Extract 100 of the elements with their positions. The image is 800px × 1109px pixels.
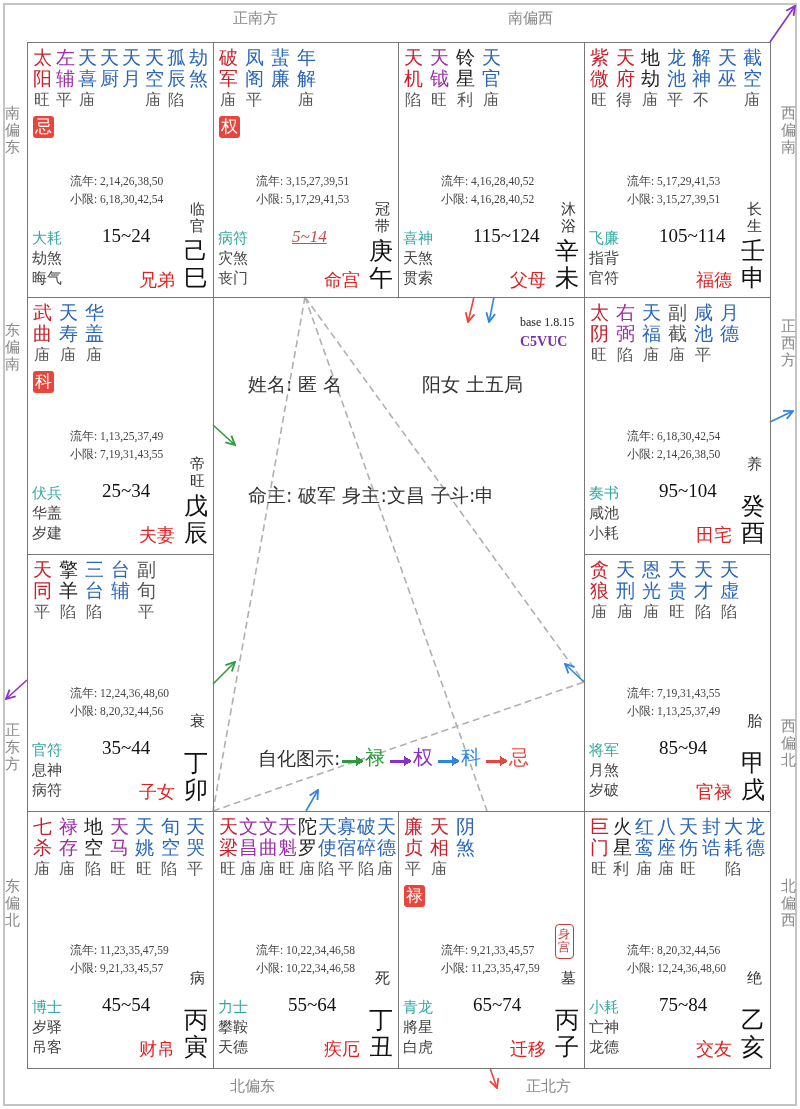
deity-name: 病符 xyxy=(32,782,62,800)
star-name: 天喜 xyxy=(77,47,98,90)
name-info: 姓名: 匿 名 xyxy=(248,374,343,396)
palace-cell xyxy=(398,811,585,1069)
deity-name: 贯索 xyxy=(403,270,433,288)
brightness-text: 陷 xyxy=(86,603,102,622)
flow-year-text: 流年: 1,13,25,37,49 xyxy=(70,430,164,444)
star-name: 解神 xyxy=(691,47,712,90)
stem-branch-text: 乙亥 xyxy=(740,1007,766,1061)
body-palace-stamp: 身宫 xyxy=(555,924,574,959)
flow-year-text: 流年: 7,19,31,43,55 xyxy=(627,687,721,701)
life-stage-text: 墓 xyxy=(560,970,576,987)
palace-cell xyxy=(398,42,585,298)
stem-branch-text: 癸酉 xyxy=(740,493,766,547)
minor-limit-text: 小限: 3,15,27,39,51 xyxy=(627,193,721,207)
star-name: 陀罗 xyxy=(297,816,318,859)
decade-range: 5~14 xyxy=(292,227,327,247)
star-name: 华盖 xyxy=(85,302,105,345)
flow-year-text: 流年: 9,21,33,45,57 xyxy=(441,944,535,958)
stem-branch-text: 庚午 xyxy=(368,238,394,292)
palace-cell xyxy=(213,42,399,298)
arrow xyxy=(564,663,585,683)
flow-year-text: 流年: 8,20,32,44,56 xyxy=(627,944,721,958)
deity-name: 将军 xyxy=(589,742,619,760)
brightness-text: 庙 xyxy=(86,346,102,365)
brightness-text: 利 xyxy=(613,860,630,879)
star-name: 紫微 xyxy=(590,47,610,90)
direction-label: 北偏东 xyxy=(230,1078,275,1096)
arrow xyxy=(485,296,497,323)
brightness-text: 旺 xyxy=(591,860,607,879)
brightness-text: 得 xyxy=(616,91,633,110)
star-name: 八座 xyxy=(656,816,677,859)
palace-name: 父母 xyxy=(510,270,546,291)
legend-heading: 自化图示: xyxy=(258,748,341,770)
dashed-line xyxy=(212,296,306,812)
star-name: 天虚 xyxy=(720,559,740,602)
stem-branch-text: 丁丑 xyxy=(368,1007,394,1061)
brightness-text: 陷 xyxy=(721,603,737,622)
deity-name: 官符 xyxy=(32,742,62,760)
star-name: 贪狼 xyxy=(590,559,610,602)
brightness-text: 庙 xyxy=(657,860,674,879)
direction-label: 正西方 xyxy=(781,318,797,369)
brightness-text: 旺 xyxy=(591,91,607,110)
deity-name: 龙德 xyxy=(589,1039,619,1057)
star-name: 旬空 xyxy=(160,816,181,859)
deity-name: 劫煞 xyxy=(32,250,62,268)
deity-name: 咸池 xyxy=(589,505,619,523)
stem-branch-text: 丙子 xyxy=(554,1007,580,1061)
deity-name: 小耗 xyxy=(589,525,619,543)
deity-name: 攀鞍 xyxy=(218,1019,248,1037)
deity-name: 华盖 xyxy=(32,505,62,523)
brightness-text: 旺 xyxy=(135,860,152,879)
palace-name: 夫妻 xyxy=(139,525,175,546)
brightness-text: 平 xyxy=(246,91,262,110)
brightness-text: 平 xyxy=(56,91,73,110)
brightness-text: 陷 xyxy=(60,603,76,622)
minor-limit-text: 小限: 11,23,35,47,59 xyxy=(441,962,540,976)
brightness-text: 平 xyxy=(405,860,421,879)
minor-limit-text: 小限: 12,24,36,48,60 xyxy=(627,962,727,976)
deity-name: 丧门 xyxy=(218,270,248,288)
minor-limit-text: 小限: 4,16,28,40,52 xyxy=(441,193,535,207)
legend-text: 权 xyxy=(413,746,433,769)
decade-range: 45~54 xyxy=(102,994,151,1016)
brightness-text: 庙 xyxy=(220,91,236,110)
flow-year-text: 流年: 6,18,30,42,54 xyxy=(627,430,721,444)
deity-name: 月煞 xyxy=(589,762,619,780)
arrow xyxy=(769,5,796,43)
star-name: 天使 xyxy=(317,816,338,859)
star-name: 台辅 xyxy=(111,559,131,602)
brightness-text: 庙 xyxy=(643,346,659,365)
arrow xyxy=(488,1067,500,1089)
star-name: 铃星 xyxy=(456,47,476,90)
palace-name: 命宫 xyxy=(324,270,360,291)
minor-limit-text: 小限: 9,21,33,45,57 xyxy=(70,962,164,976)
transform-badge: 忌 xyxy=(33,116,54,138)
flow-year-text: 流年: 11,23,35,47,59 xyxy=(70,944,169,958)
palace-cell xyxy=(584,811,771,1069)
star-name: 天德 xyxy=(376,816,397,859)
brightness-text: 平 xyxy=(667,91,684,110)
code-text: C5VUC xyxy=(520,334,568,351)
star-name: 天同 xyxy=(33,559,53,602)
transform-badge: 科 xyxy=(33,371,54,393)
stem-branch-text: 辛未 xyxy=(554,238,580,292)
legend-text: 禄 xyxy=(365,746,385,769)
direction-label: 东偏南 xyxy=(5,322,21,373)
brightness-text: 庙 xyxy=(259,860,276,879)
palace-name: 交友 xyxy=(696,1039,732,1060)
arrow xyxy=(212,661,236,685)
palace-name: 疾厄 xyxy=(324,1039,360,1060)
direction-label: 正北方 xyxy=(526,1078,571,1096)
flow-year-text: 流年: 12,24,36,48,60 xyxy=(70,687,170,701)
palace-name: 官禄 xyxy=(696,782,732,803)
star-name: 劫煞 xyxy=(188,47,209,90)
direction-label: 南偏西 xyxy=(508,10,553,28)
star-name: 文曲 xyxy=(258,816,279,859)
star-name: 龙德 xyxy=(745,816,766,859)
life-stage-text: 绝 xyxy=(746,970,762,987)
star-name: 截空 xyxy=(742,47,763,90)
star-name: 破碎 xyxy=(356,816,377,859)
life-stage-text: 帝旺 xyxy=(189,456,205,490)
